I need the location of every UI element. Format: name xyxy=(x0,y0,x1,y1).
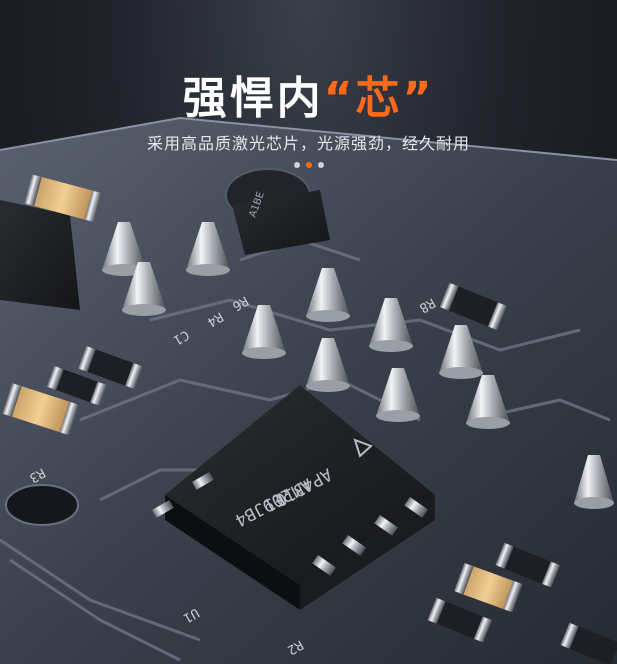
label-r4: R4 xyxy=(204,309,225,330)
carousel-dot[interactable] xyxy=(317,162,324,168)
small-ic-chip xyxy=(232,190,330,255)
headline: 强悍内“芯” xyxy=(0,62,617,126)
main-chip-logo xyxy=(353,438,373,458)
pcb-board xyxy=(0,118,617,664)
label-c1: C1 xyxy=(170,327,191,348)
label-r3: R3 xyxy=(26,465,47,486)
headline-accent: “芯” xyxy=(323,73,435,124)
pcb-edge-highlight xyxy=(0,116,617,161)
silkscreen-labels: U1 R2 R3 R4 R6 R8 C1 xyxy=(26,293,437,658)
carousel-indicator xyxy=(0,162,617,168)
label-r2: R2 xyxy=(284,637,305,658)
smd-components xyxy=(2,174,617,664)
left-ic-chip xyxy=(0,200,80,310)
label-r6: R6 xyxy=(229,293,250,314)
main-chip-leads xyxy=(151,472,429,576)
headline-main: 强悍内 xyxy=(182,73,324,124)
carousel-dot[interactable] xyxy=(305,162,312,168)
label-u1: U1 xyxy=(180,605,201,626)
carousel-dot[interactable] xyxy=(293,162,300,168)
main-ic-chip-side xyxy=(165,495,300,610)
cone-pins xyxy=(102,222,614,509)
label-r8: R8 xyxy=(416,295,437,316)
mounting-hole xyxy=(5,484,79,526)
main-ic-chip-top xyxy=(165,385,435,585)
subheadline: 采用高品质激光芯片，光源强劲，经久耐用 xyxy=(146,134,470,153)
main-ic-chip-side-right xyxy=(300,495,435,610)
